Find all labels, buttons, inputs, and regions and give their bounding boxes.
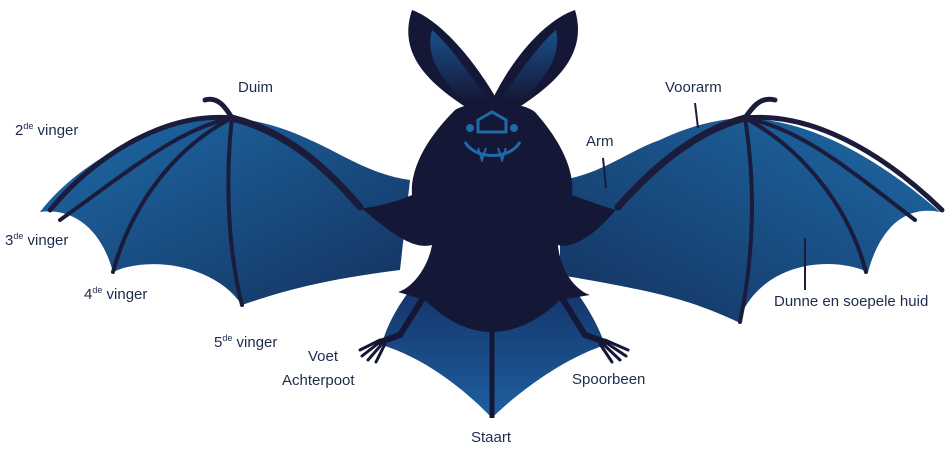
label-2de-vinger: 2de vinger — [15, 122, 78, 140]
label-duim: Duim — [238, 79, 273, 97]
left-wing-membrane — [40, 118, 410, 305]
label-voet: Voet — [308, 348, 338, 366]
label-spoorbeen: Spoorbeen — [572, 371, 645, 389]
right-ear-inner — [500, 30, 557, 102]
left-foot — [360, 340, 385, 362]
label-4de-vinger: 4de vinger — [84, 286, 147, 304]
label-3de-vinger: 3de vinger — [5, 232, 68, 250]
label-arm: Arm — [586, 133, 614, 151]
label-achterpoot: Achterpoot — [282, 372, 355, 390]
right-foot — [600, 340, 628, 362]
label-voorarm: Voorarm — [665, 79, 722, 97]
label-5de-vinger: 5de vinger — [214, 334, 277, 352]
label-staart: Staart — [471, 429, 511, 447]
left-ear-inner — [430, 30, 488, 102]
label-dunne-en-soepele-huid: Dunne en soepele huid — [774, 293, 928, 311]
